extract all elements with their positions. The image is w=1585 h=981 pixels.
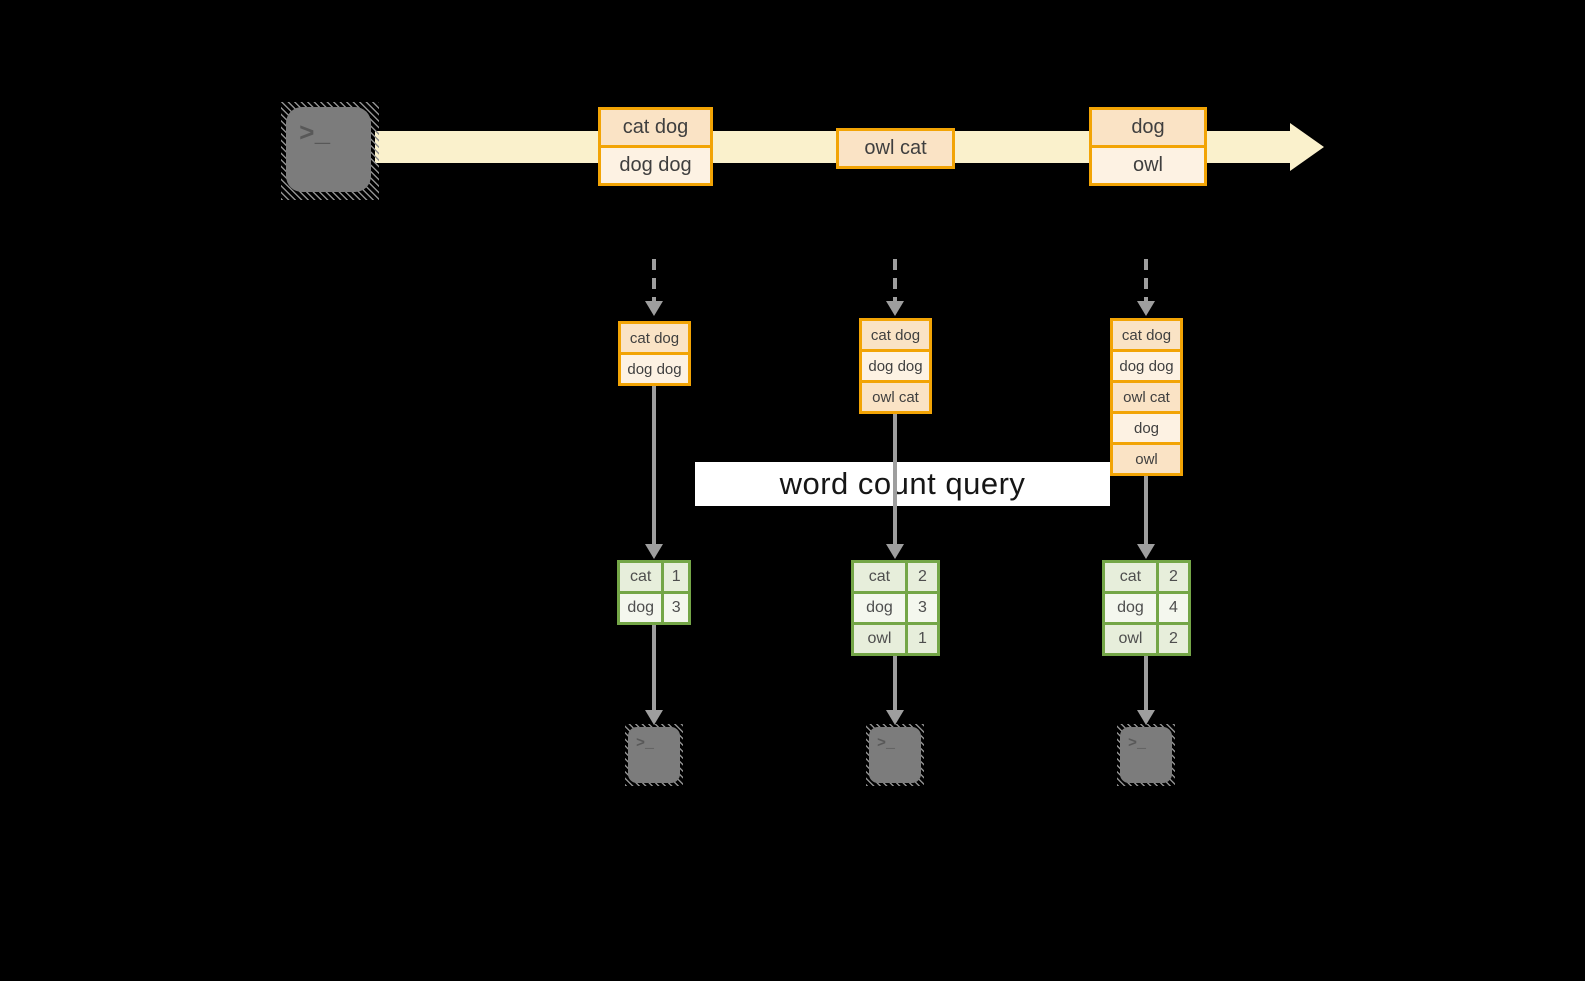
batch-row: cat dog xyxy=(601,110,710,145)
arrowhead-icon xyxy=(1137,544,1155,559)
buffer-row: dog dog xyxy=(621,355,688,383)
arrowhead-icon xyxy=(1137,301,1155,316)
sink-terminal-icon: >_ xyxy=(1117,724,1175,786)
stream-arrowhead-icon xyxy=(1290,123,1324,171)
word-cell: cat xyxy=(620,563,662,591)
buffer-row: dog xyxy=(1113,414,1180,442)
batch-to-buffer-arrow xyxy=(652,259,656,302)
prompt-glyph-icon: >_ xyxy=(299,119,331,149)
buffer-row: cat dog xyxy=(862,321,929,349)
arrowhead-icon xyxy=(645,301,663,316)
word-cell: dog xyxy=(854,594,905,622)
terminal-screen: >_ xyxy=(628,727,680,783)
arrowhead-icon xyxy=(645,544,663,559)
buffer-box-1: cat dog dog dog xyxy=(618,321,691,386)
buffer-row: owl cat xyxy=(862,383,929,411)
prompt-glyph-icon: >_ xyxy=(1128,735,1147,752)
arrowhead-icon xyxy=(645,710,663,725)
stream-batch-box-3: dog owl xyxy=(1089,107,1207,186)
terminal-screen: >_ xyxy=(286,107,371,192)
word-count-table-1: cat 1 dog 3 xyxy=(617,560,691,625)
batch-to-buffer-arrow xyxy=(893,259,897,302)
count-cell: 3 xyxy=(664,594,688,622)
arrowhead-icon xyxy=(886,710,904,725)
arrowhead-icon xyxy=(886,544,904,559)
terminal-screen: >_ xyxy=(869,727,921,783)
word-cell: cat xyxy=(854,563,905,591)
stream-batch-box-1: cat dog dog dog xyxy=(598,107,713,186)
buffer-row: owl xyxy=(1113,445,1180,473)
word-cell: dog xyxy=(1105,594,1156,622)
word-cell: dog xyxy=(620,594,662,622)
buffer-to-table-arrow xyxy=(652,386,656,544)
table-to-sink-arrow xyxy=(652,625,656,710)
buffer-row: owl cat xyxy=(1113,383,1180,411)
buffer-to-table-arrow xyxy=(893,414,897,544)
batch-row: dog dog xyxy=(601,148,710,183)
word-cell: owl xyxy=(854,625,905,653)
sink-terminal-icon: >_ xyxy=(866,724,924,786)
buffer-box-2: cat dog dog dog owl cat xyxy=(859,318,932,414)
table-to-sink-arrow xyxy=(1144,656,1148,710)
buffer-row: cat dog xyxy=(1113,321,1180,349)
buffer-row: dog dog xyxy=(862,352,929,380)
buffer-box-3: cat dog dog dog owl cat dog owl xyxy=(1110,318,1183,476)
buffer-row: dog dog xyxy=(1113,352,1180,380)
batch-row: owl cat xyxy=(839,131,952,166)
count-cell: 1 xyxy=(907,625,937,653)
count-cell: 2 xyxy=(1158,563,1188,591)
count-cell: 2 xyxy=(907,563,937,591)
word-cell: cat xyxy=(1105,563,1156,591)
buffer-to-table-arrow xyxy=(1144,476,1148,544)
buffer-row: cat dog xyxy=(621,324,688,352)
stream-batch-box-2: owl cat xyxy=(836,128,955,169)
batch-to-buffer-arrow xyxy=(1144,259,1148,302)
count-cell: 4 xyxy=(1158,594,1188,622)
count-cell: 2 xyxy=(1158,625,1188,653)
query-label: word count query xyxy=(695,462,1110,506)
terminal-screen: >_ xyxy=(1120,727,1172,783)
table-to-sink-arrow xyxy=(893,656,897,710)
count-cell: 1 xyxy=(664,563,688,591)
batch-row: dog xyxy=(1092,110,1204,145)
prompt-glyph-icon: >_ xyxy=(636,735,655,752)
word-count-table-3: cat 2 dog 4 owl 2 xyxy=(1102,560,1191,656)
source-terminal-icon: >_ xyxy=(281,102,379,200)
count-cell: 3 xyxy=(907,594,937,622)
word-cell: owl xyxy=(1105,625,1156,653)
word-count-table-2: cat 2 dog 3 owl 1 xyxy=(851,560,940,656)
arrowhead-icon xyxy=(1137,710,1155,725)
sink-terminal-icon: >_ xyxy=(625,724,683,786)
arrowhead-icon xyxy=(886,301,904,316)
prompt-glyph-icon: >_ xyxy=(877,735,896,752)
batch-row: owl xyxy=(1092,148,1204,183)
